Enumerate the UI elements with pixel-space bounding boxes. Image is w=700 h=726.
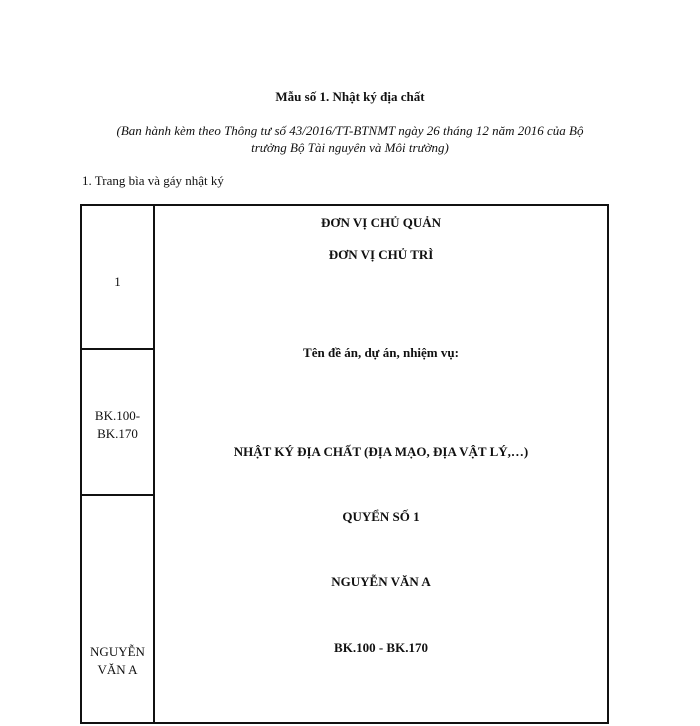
author-name: NGUYỄN VĂN A — [331, 574, 431, 589]
spine-range-line-1: BK.100- — [94, 408, 141, 423]
document-page: Mẫu số 1. Nhật ký địa chất (Ban hành kèm… — [80, 89, 609, 724]
journal-cover: ĐƠN VỊ CHỦ QUẢN ĐƠN VỊ CHỦ TRÌ Tên đề án… — [155, 206, 607, 722]
spine-author-line-1: NGUYỄN — [90, 644, 145, 659]
section-heading: 1. Trang bìa và gáy nhật ký — [82, 173, 224, 188]
journal-cover-form: 1 BK.100- BK.170 NGUYỄN VĂN A ĐƠN VỊ CHỦ… — [80, 204, 609, 724]
subtitle-line-2: trưởng Bộ Tài nguyên và Môi trường) — [251, 140, 449, 155]
governing-unit: ĐƠN VỊ CHỦ QUẢN — [320, 215, 441, 230]
volume-number: QUYỂN SỐ 1 — [342, 509, 420, 524]
spine-author-line-2: VĂN A — [97, 662, 138, 677]
subtitle-line-1: (Ban hành kèm theo Thông tư số 43/2016/T… — [116, 123, 584, 138]
spine-cell-range: BK.100- BK.170 — [82, 350, 153, 496]
spine-cell-number: 1 — [82, 206, 153, 350]
spine-author-text: NGUYỄN VĂN A — [82, 643, 153, 679]
journal-title: NHẬT KÝ ĐỊA CHẤT (ĐỊA MẠO, ĐỊA VẬT LÝ,…) — [233, 444, 529, 459]
sample-range: BK.100 - BK.170 — [334, 640, 428, 655]
presiding-unit: ĐƠN VỊ CHỦ TRÌ — [328, 247, 434, 262]
spine-number-text: 1 — [114, 274, 121, 289]
project-name-label: Tên đề án, dự án, nhiệm vụ: — [303, 345, 459, 360]
document-subtitle: (Ban hành kèm theo Thông tư số 43/2016/T… — [95, 122, 605, 156]
spine-range-text: BK.100- BK.170 — [82, 407, 153, 443]
document-title: Mẫu số 1. Nhật ký địa chất — [275, 89, 425, 104]
spine-range-line-2: BK.170 — [97, 426, 138, 441]
spine-cell-author: NGUYỄN VĂN A — [82, 496, 153, 726]
journal-spine: 1 BK.100- BK.170 NGUYỄN VĂN A — [82, 206, 155, 722]
